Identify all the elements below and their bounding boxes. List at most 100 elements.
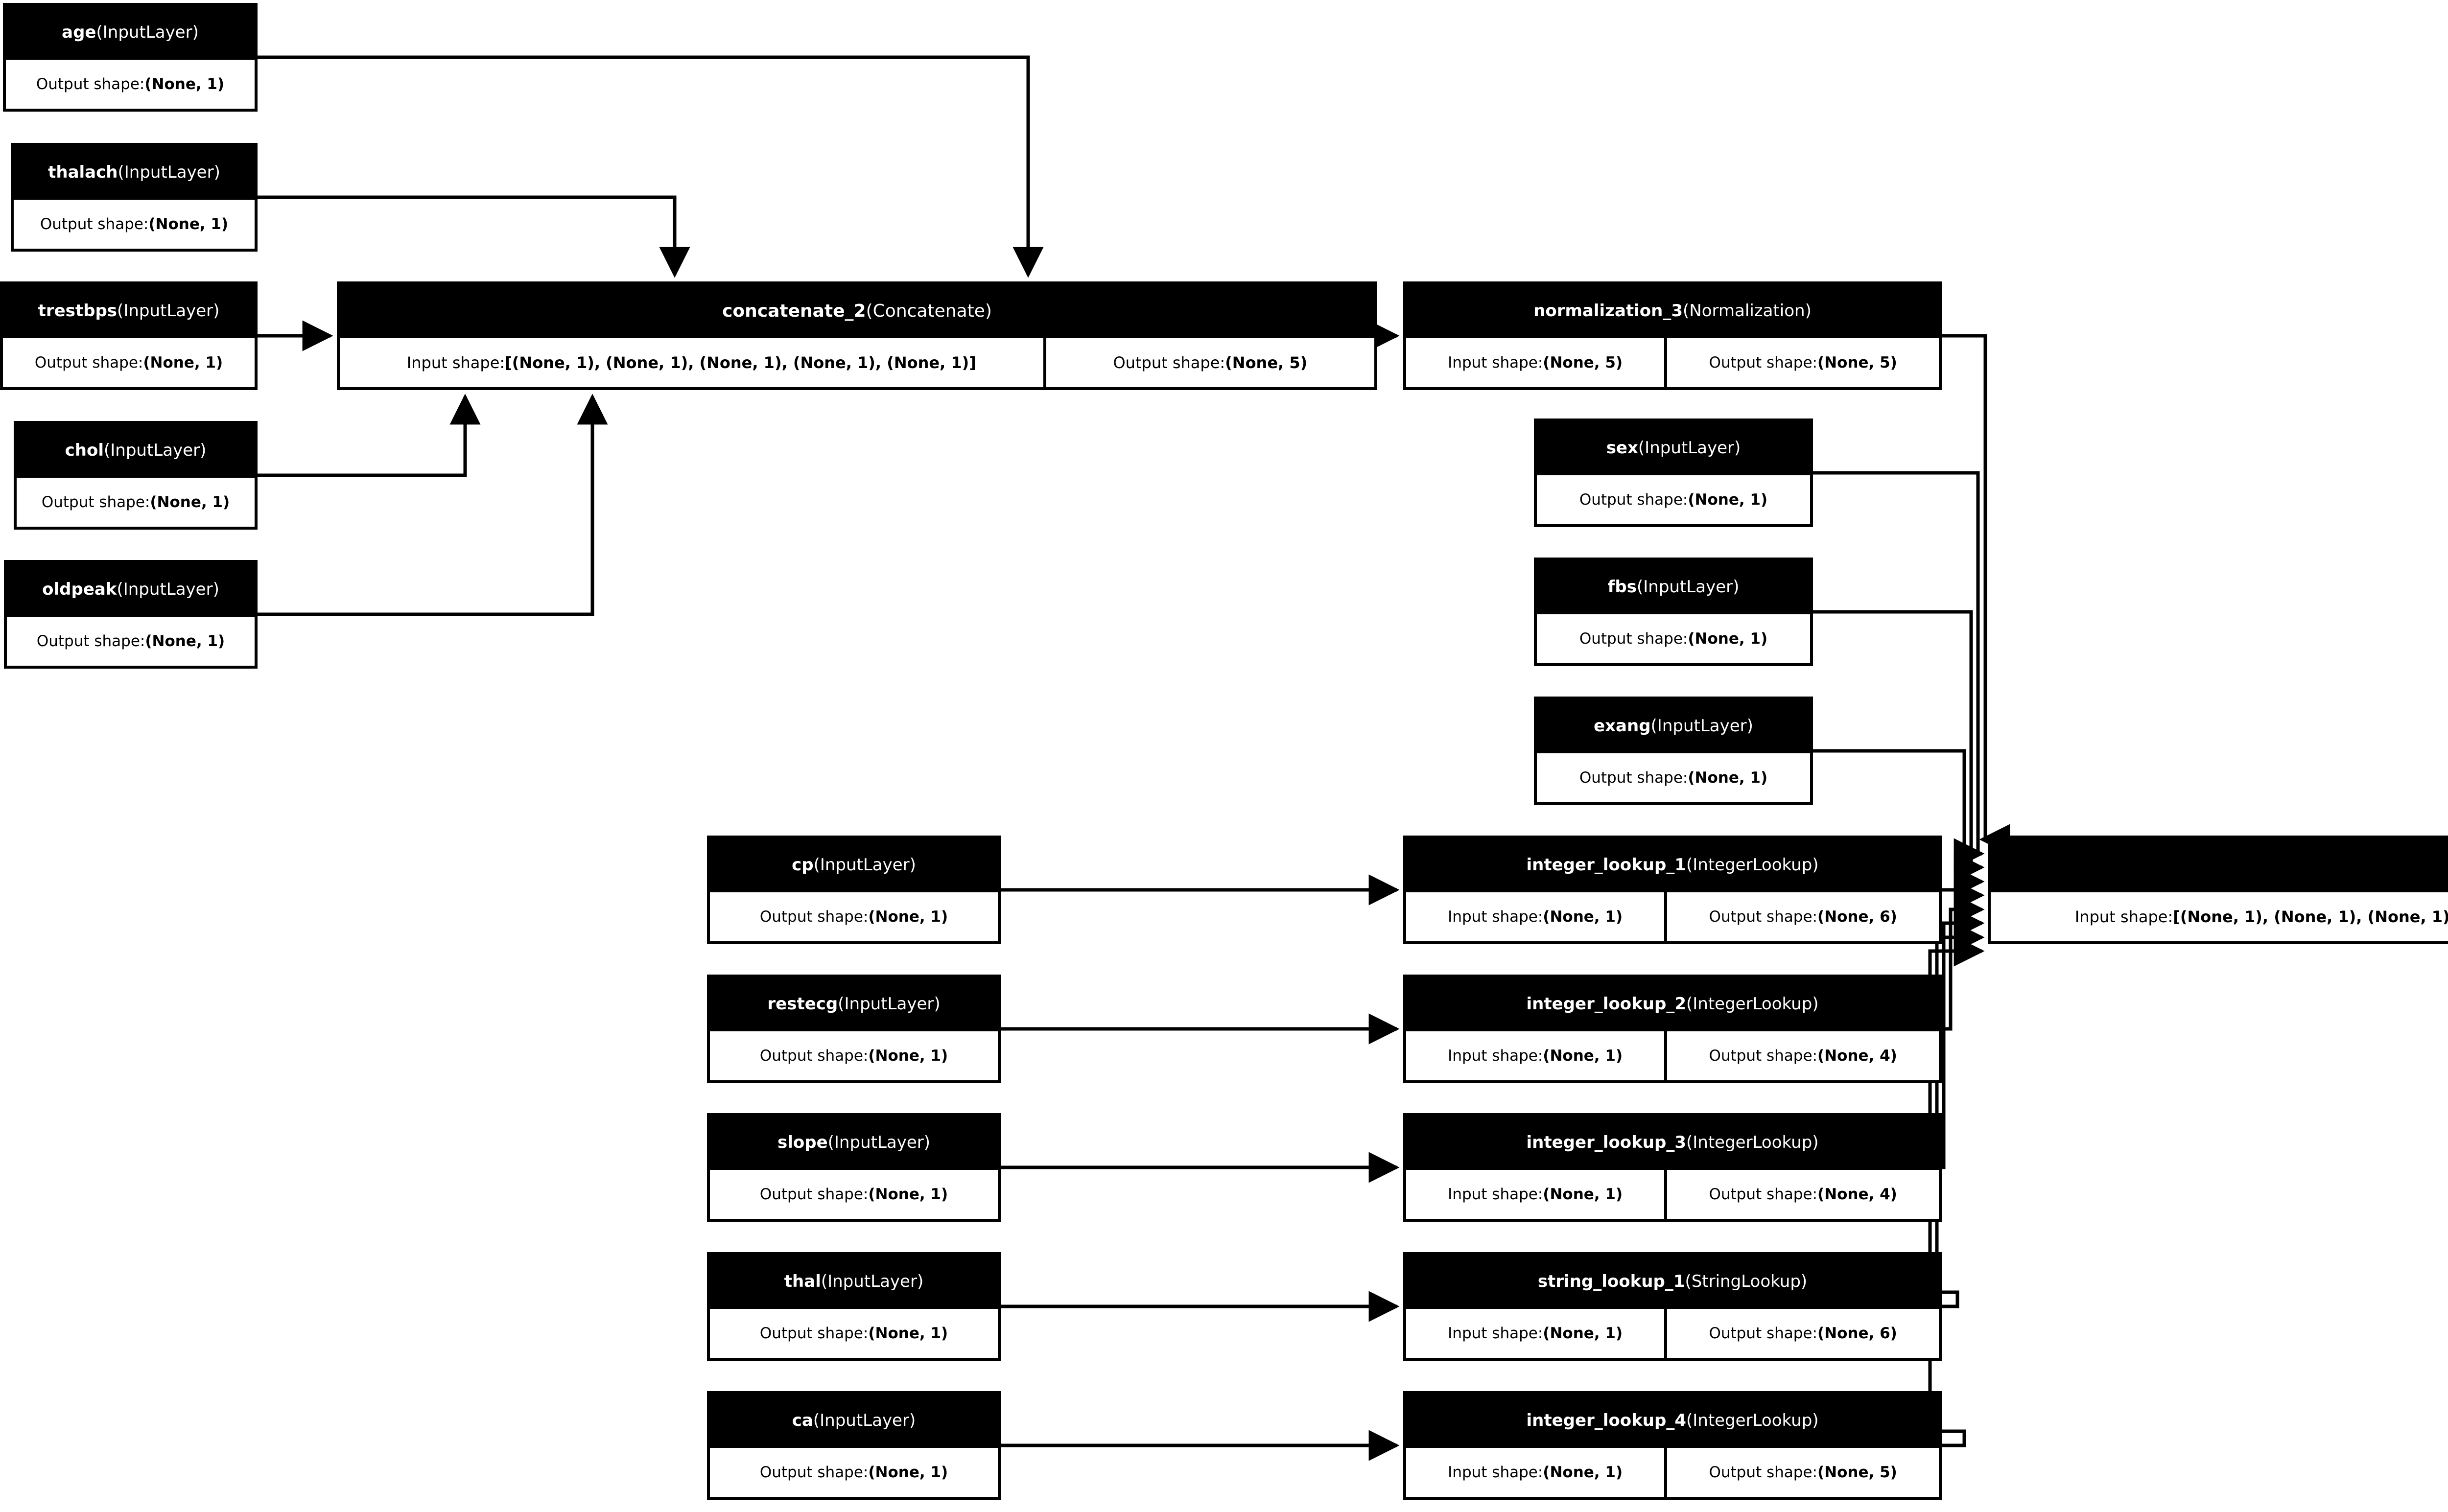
node-title-integer_lookup_2: integer_lookup_2(IntegerLookup) (1406, 977, 1939, 1031)
node-title-string_lookup_1: string_lookup_1(StringLookup) (1406, 1255, 1939, 1309)
node-body-concatenate_3: Input shape:[(None, 1), (None, 1), (None… (1991, 892, 2448, 941)
node-name-ca: ca (792, 1411, 813, 1431)
cell-label: Output shape: (1579, 491, 1688, 509)
node-title-integer_lookup_4: integer_lookup_4(IntegerLookup) (1406, 1394, 1939, 1448)
node-normalization_3[interactable]: normalization_3(Normalization)Input shap… (1403, 281, 1942, 390)
node-type-trestbps: (InputLayer) (117, 301, 220, 321)
node-body-thal: Output shape:(None, 1) (710, 1309, 998, 1358)
node-cell-ca-0: Output shape:(None, 1) (710, 1448, 998, 1497)
cell-value: (None, 5) (1817, 354, 1897, 372)
node-type-string_lookup_1: (StringLookup) (1685, 1272, 1808, 1292)
node-integer_lookup_4[interactable]: integer_lookup_4(IntegerLookup) Input sha… (1403, 1391, 1942, 1500)
node-concatenate_2[interactable]: concatenate_2(Concatenate)Input shape:[(… (337, 281, 1377, 390)
node-age[interactable]: age(InputLayer)Output shape:(None, 1) (3, 3, 258, 112)
node-concatenate_3[interactable]: concatenate_3(Concatenate)Input shape:[(… (1988, 836, 2448, 944)
node-integer_lookup_3[interactable]: integer_lookup_3(IntegerLookup)Input sha… (1403, 1113, 1942, 1222)
node-name-integer_lookup_1: integer_lookup_1 (1526, 855, 1686, 875)
cell-label: Output shape: (759, 1325, 869, 1342)
node-oldpeak[interactable]: oldpeak(InputLayer)Output shape:(None, 1… (4, 560, 258, 669)
node-title-trestbps: trestbps(InputLayer) (3, 284, 255, 338)
node-type-normalization_3: (Normalization) (1683, 301, 1812, 321)
cell-label: Input shape: (406, 353, 505, 372)
node-exang[interactable]: exang(InputLayer)Output shape:(None, 1) (1534, 697, 1813, 805)
node-restecg[interactable]: restecg(InputLayer)Output shape:(None, 1… (707, 975, 1001, 1083)
node-type-exang: (InputLayer) (1650, 716, 1753, 736)
node-type-thalach: (InputLayer) (118, 163, 220, 183)
cell-value: (None, 1) (148, 215, 229, 233)
cell-label: Input shape: (1448, 1325, 1543, 1342)
edge-fbs-to-concatenate_3 (1813, 610, 1985, 883)
node-body-thalach: Output shape:(None, 1) (14, 200, 255, 249)
node-title-normalization_3: normalization_3(Normalization) (1406, 284, 1939, 338)
node-body-exang: Output shape:(None, 1) (1537, 753, 1810, 802)
edge-thalach-to-concatenate_2 (258, 195, 690, 278)
node-body-fbs: Output shape:(None, 1) (1537, 614, 1810, 663)
node-title-sex: sex(InputLayer) (1537, 421, 1810, 475)
node-chol[interactable]: chol(InputLayer)Output shape:(None, 1) (14, 421, 258, 530)
edge-sex-to-concatenate_3 (1813, 471, 1985, 869)
node-thalach[interactable]: thalach(InputLayer)Output shape:(None, 1… (11, 143, 258, 252)
node-name-age: age (62, 23, 96, 43)
node-sex[interactable]: sex(InputLayer)Output shape:(None, 1) (1534, 419, 1813, 527)
cell-label: Output shape: (759, 908, 869, 926)
node-slope[interactable]: slope(InputLayer)Output shape:(None, 1) (707, 1113, 1001, 1222)
cell-value: (None, 1) (1543, 908, 1623, 926)
node-body-age: Output shape:(None, 1) (6, 60, 255, 109)
node-cell-slope-0: Output shape:(None, 1) (710, 1170, 998, 1219)
cell-value: (None, 1) (868, 1325, 948, 1342)
cell-label: Output shape: (1579, 769, 1688, 787)
edge-normalization_3-to-concatenate_3 (1942, 334, 2010, 855)
node-integer_lookup_2[interactable]: integer_lookup_2(IntegerLookup)Input sha… (1403, 975, 1942, 1083)
node-cell-string_lookup_1-1: Output shape:(None, 6) (1667, 1309, 1939, 1358)
node-cell-normalization_3-1: Output shape:(None, 5) (1667, 338, 1939, 387)
cell-label: Input shape: (1448, 1464, 1543, 1481)
node-type-ca: (InputLayer) (813, 1411, 916, 1431)
cell-label: Output shape: (1709, 354, 1817, 372)
node-type-oldpeak: (InputLayer) (117, 580, 219, 600)
node-body-string_lookup_1: Input shape:(None, 1)Output shape:(None,… (1406, 1309, 1939, 1358)
node-cell-integer_lookup_1-0: Input shape:(None, 1) (1406, 892, 1665, 941)
cell-label: Output shape: (34, 354, 143, 372)
node-title-thalach: thalach(InputLayer) (14, 146, 255, 200)
node-title-age: age(InputLayer) (6, 6, 255, 60)
edge-oldpeak-to-concatenate_2 (258, 394, 608, 616)
node-name-integer_lookup_3: integer_lookup_3 (1526, 1133, 1686, 1153)
cell-value: (None, 1) (143, 354, 223, 372)
node-cell-integer_lookup_2-1: Output shape:(None, 4) (1667, 1031, 1939, 1080)
cell-value: (None, 4) (1817, 1047, 1897, 1065)
node-body-integer_lookup_2: Input shape:(None, 1)Output shape:(None,… (1406, 1031, 1939, 1080)
node-integer_lookup_1[interactable]: integer_lookup_1(IntegerLookup)Input sha… (1403, 836, 1942, 944)
cell-label: Output shape: (36, 632, 145, 650)
node-body-restecg: Output shape:(None, 1) (710, 1031, 998, 1080)
node-ca[interactable]: ca(InputLayer) Output shape:(None, 1) (707, 1391, 1001, 1500)
node-string_lookup_1[interactable]: string_lookup_1(StringLookup)Input shape… (1403, 1252, 1942, 1361)
node-title-oldpeak: oldpeak(InputLayer) (7, 563, 255, 617)
node-thal[interactable]: thal(InputLayer)Output shape:(None, 1) (707, 1252, 1001, 1361)
cell-value: (None, 5) (1817, 1464, 1897, 1481)
node-name-normalization_3: normalization_3 (1533, 301, 1683, 321)
node-cell-thal-0: Output shape:(None, 1) (710, 1309, 998, 1358)
node-name-trestbps: trestbps (38, 301, 118, 321)
node-body-integer_lookup_3: Input shape:(None, 1)Output shape:(None,… (1406, 1170, 1939, 1219)
cell-value: (None, 5) (1543, 354, 1623, 372)
node-name-cp: cp (792, 855, 814, 875)
cell-value: (None, 6) (1817, 908, 1897, 926)
node-fbs[interactable]: fbs(InputLayer)Output shape:(None, 1) (1534, 558, 1813, 666)
node-name-integer_lookup_2: integer_lookup_2 (1526, 994, 1686, 1014)
node-name-oldpeak: oldpeak (42, 580, 117, 600)
cell-label: Output shape: (1113, 353, 1225, 372)
cell-label: Output shape: (759, 1464, 869, 1481)
node-cell-chol-0: Output shape:(None, 1) (17, 478, 255, 527)
node-cp[interactable]: cp(InputLayer)Output shape:(None, 1) (707, 836, 1001, 944)
node-cell-string_lookup_1-0: Input shape:(None, 1) (1406, 1309, 1665, 1358)
node-body-chol: Output shape:(None, 1) (17, 478, 255, 527)
cell-label: Output shape: (1579, 630, 1688, 648)
node-name-fbs: fbs (1607, 577, 1637, 597)
node-trestbps[interactable]: trestbps(InputLayer) Output shape:(None, … (0, 281, 258, 390)
node-cell-oldpeak-0: Output shape:(None, 1) (7, 617, 255, 666)
node-name-restecg: restecg (767, 994, 838, 1014)
cell-label: Output shape: (41, 493, 150, 511)
node-cell-normalization_3-0: Input shape:(None, 5) (1406, 338, 1665, 387)
node-cell-fbs-0: Output shape:(None, 1) (1537, 614, 1810, 663)
node-title-thal: thal(InputLayer) (710, 1255, 998, 1309)
